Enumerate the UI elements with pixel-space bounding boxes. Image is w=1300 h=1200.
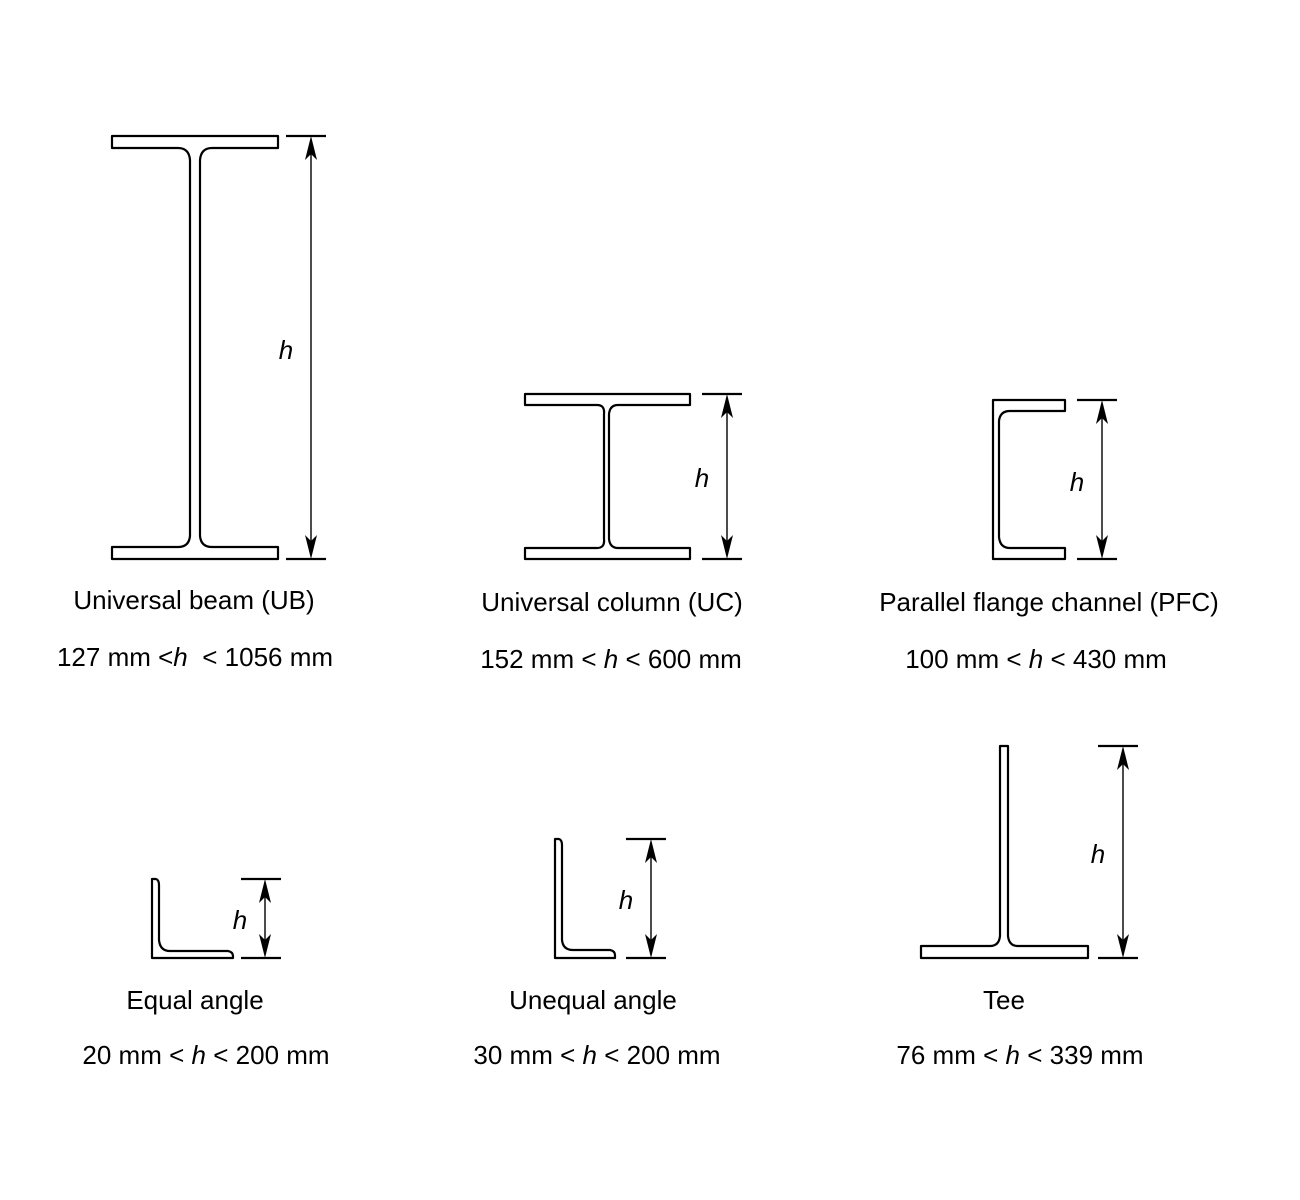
tee-section-shape xyxy=(919,744,1090,960)
unequal-angle-range-label: 30 mm < h < 200 mm xyxy=(473,1040,721,1070)
tee-dimension-h xyxy=(1098,744,1138,960)
unequal-angle-section-shape xyxy=(553,837,617,960)
tee-h-label: h xyxy=(1090,839,1106,869)
pfc-name-label: Parallel flange channel (PFC) xyxy=(879,587,1219,617)
equal-angle-range-label: 20 mm < h < 200 mm xyxy=(82,1040,330,1070)
equal-angle-section-shape xyxy=(150,877,235,960)
uc-name-label: Universal column (UC) xyxy=(481,587,743,617)
ub-name-label: Universal beam (UB) xyxy=(73,585,315,615)
equal-angle-dimension-h xyxy=(241,877,281,960)
ub-h-label: h xyxy=(278,335,294,365)
ub-range-label: 127 mm <h < 1056 mm xyxy=(56,642,334,672)
unequal-angle-name-label: Unequal angle xyxy=(509,985,677,1015)
uc-h-label: h xyxy=(694,463,710,493)
ub-dimension-h xyxy=(286,134,326,561)
tee-range-label: 76 mm < h < 339 mm xyxy=(896,1040,1144,1070)
equal-angle-name-label: Equal angle xyxy=(126,985,264,1015)
uc-section-shape xyxy=(523,392,692,561)
ub-section-shape xyxy=(110,134,280,561)
unequal-angle-dimension-h xyxy=(626,837,666,960)
unequal-angle-h-label: h xyxy=(618,885,634,915)
equal-angle-h-label: h xyxy=(232,905,248,935)
tee-name-label: Tee xyxy=(983,985,1025,1015)
pfc-range-label: 100 mm < h < 430 mm xyxy=(905,644,1167,674)
uc-dimension-h xyxy=(702,392,742,561)
pfc-h-label: h xyxy=(1069,467,1085,497)
pfc-section-shape xyxy=(991,398,1067,561)
uc-range-label: 152 mm < h < 600 mm xyxy=(480,644,742,674)
pfc-dimension-h xyxy=(1077,398,1117,561)
